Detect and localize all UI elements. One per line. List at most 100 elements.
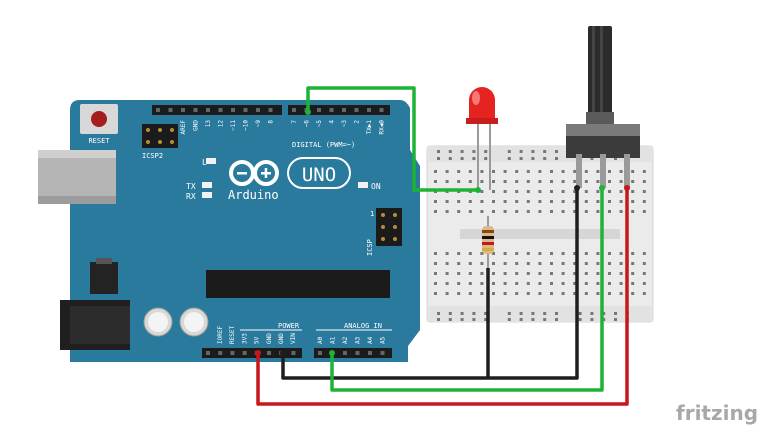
- icsp2-label: ICSP2: [142, 152, 163, 160]
- breadboard-hole: [631, 292, 635, 295]
- breadboard-rail-hole: [590, 312, 594, 315]
- breadboard-hole: [642, 180, 646, 183]
- breadboard-rail-hole: [507, 157, 511, 160]
- breadboard-hole: [550, 190, 553, 193]
- breadboard-hole: [526, 200, 530, 203]
- breadboard-rail-hole: [555, 157, 558, 160]
- breadboard-hole: [561, 252, 565, 255]
- breadboard-hole: [642, 170, 646, 173]
- digital-pin-label: ~5: [316, 120, 323, 128]
- power-pin-hole: [267, 351, 271, 355]
- breadboard-hole: [526, 262, 530, 265]
- breadboard-hole: [445, 252, 449, 255]
- digital-pin-hole: [256, 108, 260, 112]
- breadboard-hole: [492, 200, 495, 203]
- breadboard-hole: [642, 210, 646, 213]
- wire-green-a0: [330, 188, 604, 392]
- breadboard-rail-hole: [484, 157, 488, 160]
- breadboard-hole: [457, 272, 461, 275]
- breadboard-rail-hole: [460, 312, 464, 315]
- breadboard-rail-hole: [543, 150, 547, 153]
- breadboard-hole: [573, 292, 577, 295]
- voltage-regulator: [90, 262, 118, 294]
- breadboard-rail-hole: [472, 150, 476, 153]
- breadboard-hole: [619, 292, 623, 295]
- breadboard-hole: [631, 180, 635, 183]
- breadboard-hole: [526, 190, 530, 193]
- digital-pin-label: 8: [268, 120, 275, 124]
- breadboard-rail-hole: [484, 312, 488, 315]
- breadboard-hole: [538, 282, 542, 285]
- digital-pin-hole: [379, 108, 384, 112]
- breadboard-hole: [596, 200, 600, 203]
- breadboard-rail-hole: [531, 312, 535, 315]
- digital-pin-label: RX◀0: [379, 120, 386, 135]
- analog-pin-label: A2: [342, 336, 349, 344]
- power-pin-label: VIN: [290, 333, 297, 344]
- breadboard-hole: [631, 252, 635, 255]
- arduino-logo: [229, 160, 279, 186]
- breadboard-rail-hole: [519, 312, 523, 315]
- analog-pin-hole: [368, 351, 372, 355]
- breadboard-hole: [642, 282, 646, 285]
- breadboard-hole: [538, 252, 542, 255]
- breadboard-hole: [573, 190, 577, 193]
- breadboard-hole: [642, 292, 646, 295]
- led-l-label: L: [202, 158, 207, 167]
- breadboard-hole: [608, 262, 611, 265]
- breadboard-hole: [631, 282, 635, 285]
- breadboard-hole: [526, 272, 530, 275]
- breadboard-rail-hole: [484, 150, 488, 153]
- digital-pin-label: 12: [218, 120, 225, 128]
- breadboard-hole: [457, 262, 461, 265]
- breadboard-hole: [642, 252, 646, 255]
- breadboard-hole: [445, 272, 449, 275]
- breadboard-hole: [503, 252, 507, 255]
- digital-pin-hole: [193, 108, 198, 112]
- analog-pin-label: A5: [380, 336, 387, 344]
- breadboard-hole: [573, 200, 577, 203]
- breadboard-hole: [457, 292, 461, 295]
- breadboard-rail-hole: [437, 150, 440, 153]
- breadboard-rail-hole: [460, 318, 464, 321]
- breadboard-hole: [561, 292, 565, 295]
- breadboard-rail-hole: [448, 150, 452, 153]
- breadboard-hole: [538, 292, 542, 295]
- icsp-pin1-label: 1: [370, 210, 374, 218]
- breadboard-hole: [642, 272, 646, 275]
- wire-green-pin6-led: [306, 86, 478, 192]
- breadboard-rail-hole: [507, 312, 511, 315]
- digital-pin-hole: [268, 108, 273, 112]
- breadboard-hole: [434, 200, 437, 203]
- breadboard-hole: [573, 262, 577, 265]
- analog-pin-label: A1: [330, 336, 337, 344]
- breadboard-hole: [619, 262, 623, 265]
- breadboard-hole: [596, 170, 600, 173]
- breadboard-hole: [584, 282, 588, 285]
- breadboard-hole: [561, 170, 565, 173]
- power-pin-hole: [242, 351, 247, 355]
- wire-black-gnd: [281, 188, 579, 380]
- digital-pin-hole: [354, 108, 359, 112]
- breadboard-hole: [608, 210, 611, 213]
- breadboard-hole: [434, 170, 437, 173]
- usb-port: [38, 150, 116, 204]
- led-rx-label: RX: [186, 192, 196, 201]
- breadboard-hole: [434, 210, 437, 213]
- breadboard-hole: [434, 282, 437, 285]
- breadboard-hole: [550, 272, 553, 275]
- digital-pin-hole: [367, 108, 371, 112]
- breadboard-hole: [584, 272, 588, 275]
- breadboard-hole: [642, 262, 646, 265]
- breadboard-hole: [619, 190, 623, 193]
- breadboard-hole: [596, 190, 600, 193]
- breadboard-rail-hole: [519, 318, 523, 321]
- led-l: [206, 158, 216, 164]
- breadboard-hole: [480, 170, 484, 173]
- breadboard-hole: [515, 272, 519, 275]
- breadboard-rail-hole: [437, 312, 440, 315]
- breadboard-hole: [515, 262, 519, 265]
- breadboard-hole: [608, 170, 611, 173]
- breadboard-rail-hole: [448, 312, 452, 315]
